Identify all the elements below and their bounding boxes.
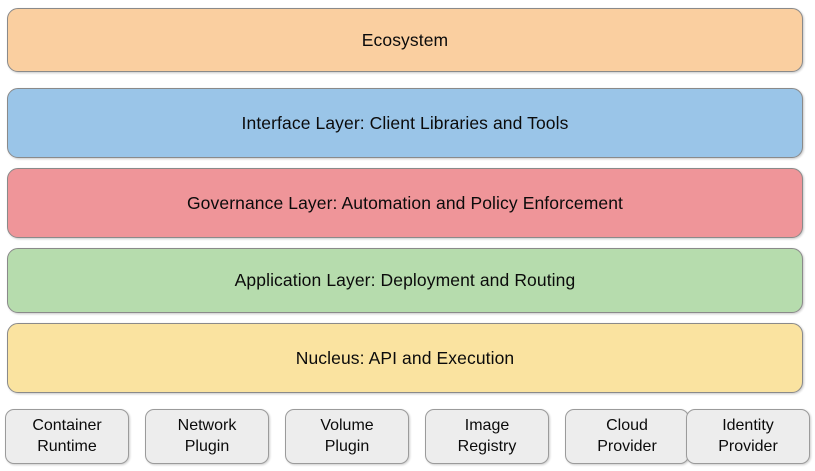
layer-label-governance: Governance Layer: Automation and Policy …: [186, 192, 624, 213]
component-line-2: Plugin: [324, 437, 370, 455]
layer-band-governance[interactable]: Governance Layer: Automation and Policy …: [7, 168, 803, 238]
component-label-image-registry: Image Registry: [458, 416, 517, 457]
component-line-2: Registry: [457, 437, 517, 455]
layer-label-ecosystem: Ecosystem: [361, 29, 449, 50]
component-box-volume-plugin[interactable]: Volume Plugin: [285, 409, 409, 464]
component-label-container-runtime: Container Runtime: [32, 416, 101, 457]
component-line-1: Identity: [722, 417, 774, 435]
layer-band-ecosystem[interactable]: Ecosystem: [7, 8, 803, 72]
component-line-1: Image: [464, 417, 510, 435]
component-line-2: Runtime: [37, 437, 97, 455]
component-line-1: Cloud: [606, 417, 648, 435]
layer-band-interface[interactable]: Interface Layer: Client Libraries and To…: [7, 88, 803, 158]
component-line-2: Plugin: [184, 437, 230, 455]
component-label-cloud-provider: Cloud Provider: [597, 416, 657, 457]
component-line-1: Network: [177, 417, 237, 435]
component-label-volume-plugin: Volume Plugin: [320, 416, 373, 457]
component-box-network-plugin[interactable]: Network Plugin: [145, 409, 269, 464]
component-box-image-registry[interactable]: Image Registry: [425, 409, 549, 464]
component-box-identity-provider[interactable]: Identity Provider: [686, 409, 810, 464]
component-line-1: Volume: [320, 417, 374, 435]
component-box-container-runtime[interactable]: Container Runtime: [5, 409, 129, 464]
layer-label-interface: Interface Layer: Client Libraries and To…: [241, 112, 569, 133]
component-label-identity-provider: Identity Provider: [718, 416, 778, 457]
component-row: Container Runtime Network Plugin Volume …: [5, 409, 810, 464]
component-box-cloud-provider[interactable]: Cloud Provider: [565, 409, 689, 464]
component-line-1: Container: [32, 417, 102, 435]
component-label-network-plugin: Network Plugin: [178, 416, 237, 457]
layer-band-nucleus[interactable]: Nucleus: API and Execution: [7, 323, 803, 393]
layer-label-application: Application Layer: Deployment and Routin…: [234, 270, 576, 291]
component-line-2: Provider: [597, 437, 657, 455]
layer-label-nucleus: Nucleus: API and Execution: [295, 347, 515, 368]
component-line-2: Provider: [718, 437, 778, 455]
layer-band-application[interactable]: Application Layer: Deployment and Routin…: [7, 248, 803, 313]
